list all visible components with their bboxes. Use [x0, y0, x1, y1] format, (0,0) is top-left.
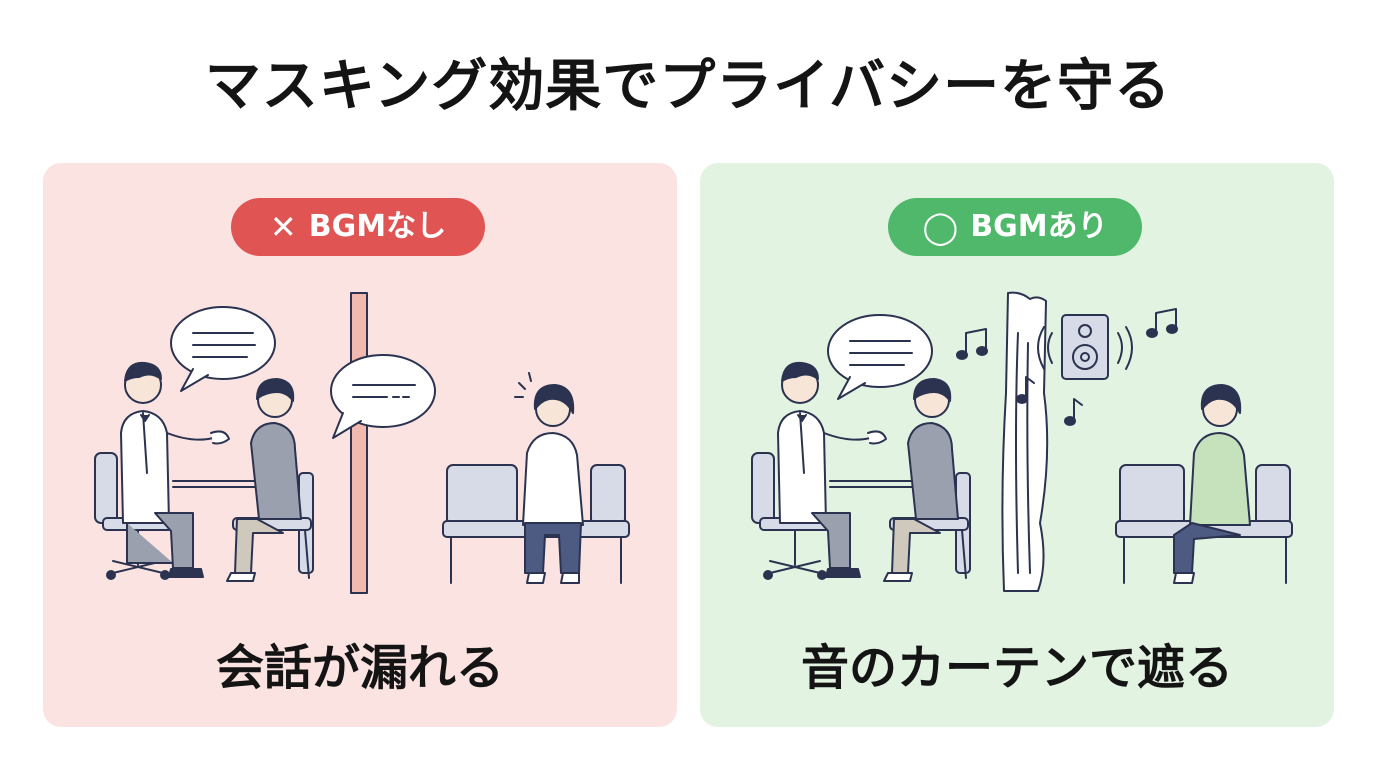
badge-with-bgm: ◯ BGMあり: [888, 198, 1142, 256]
speaker-icon: [1037, 314, 1133, 380]
music-note-icon: [956, 328, 988, 360]
badge-label: BGMなし: [308, 209, 447, 244]
circle-icon: ◯: [922, 208, 959, 246]
doctor-figure: [777, 361, 887, 578]
badge-label: BGMあり: [970, 209, 1108, 244]
speech-bubble-icon: [330, 354, 436, 439]
patient-figure: [883, 378, 959, 582]
illustration-sound-curtain: [751, 291, 1293, 592]
badge-without-bgm: ✕ BGMなし: [231, 198, 485, 256]
caption-without-bgm: 会話が漏れる: [215, 640, 504, 696]
music-note-icon: [1016, 376, 1035, 404]
panel-without-bgm: ✕ BGMなし: [43, 163, 677, 727]
doctor-figure: [120, 361, 230, 578]
cross-icon: ✕: [269, 208, 297, 246]
illustration-leaking-conversation: [94, 292, 630, 594]
speech-bubble-icon: [170, 306, 276, 392]
music-note-icon: [1146, 308, 1178, 338]
speech-bubble-icon: [827, 314, 933, 400]
curtain-shape: [1001, 291, 1049, 592]
waiting-person-figure: [1173, 384, 1251, 584]
caption-with-bgm: 音のカーテンで遮る: [800, 640, 1233, 696]
waiting-person-figure: [514, 372, 584, 584]
music-note-icon: [1064, 398, 1083, 426]
panel-with-bgm: ◯ BGMあり: [700, 163, 1334, 727]
patient-figure: [226, 378, 302, 582]
page-title: マスキング効果でプライバシーを守る: [204, 54, 1172, 119]
partition-pole: [350, 292, 368, 594]
